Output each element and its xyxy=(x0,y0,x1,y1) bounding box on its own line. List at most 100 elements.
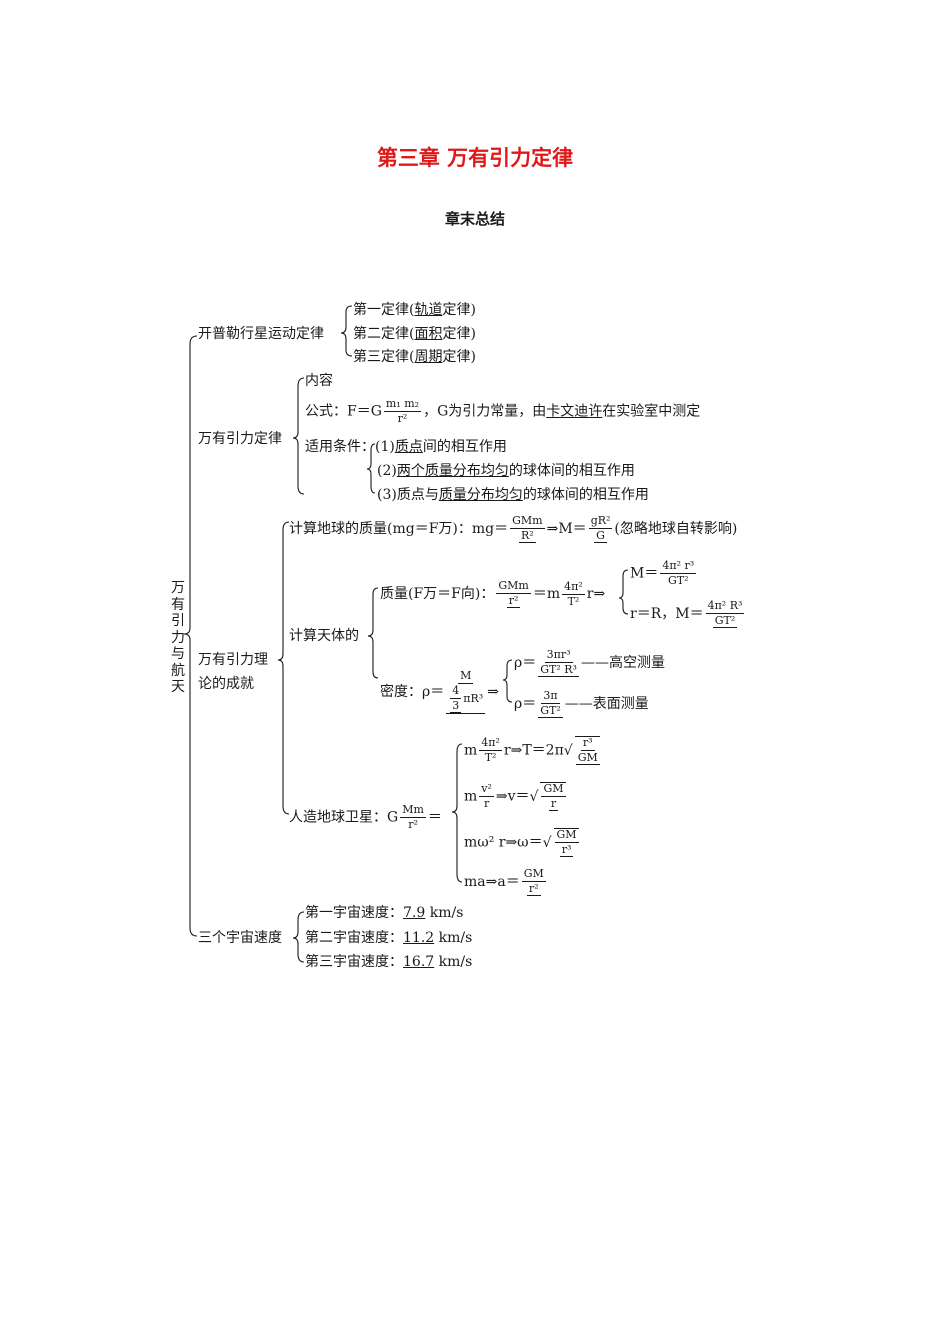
kepler-law-3-key: 周期 xyxy=(414,349,443,365)
condition-1-post: 间的相互作用 xyxy=(422,439,507,455)
sat-4-den: r² xyxy=(526,882,541,896)
condition-3-pre: (3)质点与 xyxy=(377,487,439,503)
condition-label: 适用条件： xyxy=(305,439,375,455)
mass-result-2-num: 4π² R³ xyxy=(705,599,745,614)
kepler-law-2-pre: 第二定律( xyxy=(353,326,415,342)
section-subtitle: 章末总结 xyxy=(444,210,505,228)
celestial-mass-g-den: T² xyxy=(567,594,580,608)
density-2-num: 3π xyxy=(541,689,560,704)
density-1-pre: ρ＝ xyxy=(514,655,537,671)
density-num: M xyxy=(458,669,474,684)
achievement-label-line1: 万有引力理 xyxy=(198,652,268,668)
earth-mass-f2-den: G xyxy=(594,529,607,543)
density-den-post: πR³ xyxy=(463,692,484,705)
condition-2-key: 两个质量分布均匀 xyxy=(396,463,509,479)
sat-4-pre: ma⇒a＝ xyxy=(464,874,520,890)
sat-3-rad-num: GM xyxy=(554,828,579,843)
sat-3-rad-den: r³ xyxy=(559,843,574,857)
sat-2-num: v² xyxy=(479,782,494,797)
celestial-mass-f-num: GMm xyxy=(496,579,531,594)
formula-mid: ，G为引力常量，由 xyxy=(423,403,547,420)
chapter-title: 第三章 万有引力定律 xyxy=(376,146,574,170)
formula-den: r² xyxy=(397,412,408,425)
sat-1-rad-den: GM xyxy=(575,751,600,765)
satellite-post: ＝ xyxy=(427,809,442,826)
kepler-law-3: 第三定律(周期定律) xyxy=(353,348,476,366)
kepler-law-2: 第二定律(面积定律) xyxy=(353,325,476,343)
kepler-law-1-post: 定律) xyxy=(442,302,476,318)
sat-1-pre: m xyxy=(464,742,478,759)
kepler-law-3-pre: 第三定律( xyxy=(353,349,415,365)
condition-3: (3)质点与质量分布均匀的球体间的相互作用 xyxy=(377,486,649,504)
mass-result-1-pre: M＝ xyxy=(630,565,659,582)
cosmic-velocity-1: 第一宇宙速度：7.9 km/s xyxy=(305,904,463,922)
density-brace xyxy=(502,659,513,703)
sqrt-icon: √ xyxy=(542,834,552,851)
sat-4-num: GM xyxy=(521,867,546,882)
condition-3-key: 质量分布均匀 xyxy=(438,487,523,503)
celestial-brace xyxy=(367,587,379,679)
kepler-brace xyxy=(340,305,353,357)
cosmic-velocity-3: 第三宇宙速度：16.7 km/s xyxy=(305,953,472,971)
condition-2: (2)两个质量分布均匀的球体间的相互作用 xyxy=(377,462,635,480)
kepler-law-1: 第一定律(轨道定律) xyxy=(353,301,476,319)
cosmic-2-value: 11.2 xyxy=(403,930,435,946)
condition-1-key: 质点 xyxy=(394,439,423,455)
density-1-num: 3πr³ xyxy=(544,648,573,663)
cosmic-3-value: 16.7 xyxy=(403,954,435,970)
sat-2-rad-num: GM xyxy=(541,782,566,797)
formula-key: 卡文迪许 xyxy=(546,403,603,420)
kepler-law-3-post: 定律) xyxy=(442,349,476,365)
celestial-mass-f-den: r² xyxy=(506,594,521,608)
sqrt-icon: √ xyxy=(529,788,539,805)
satellite-brace xyxy=(451,743,463,883)
mass-result-1-num: 4π² r³ xyxy=(660,559,697,574)
density-2-pre: ρ＝ xyxy=(514,696,537,712)
sat-3-pre: mω² r⇒ω＝ xyxy=(464,834,543,851)
cosmic-1-pre: 第一宇宙速度： xyxy=(305,905,403,921)
cosmic-1-value: 7.9 xyxy=(403,905,426,921)
earth-mass-f1-den: R² xyxy=(519,529,536,543)
density-den-num: 4 xyxy=(450,684,462,699)
kepler-law-1-key: 轨道 xyxy=(414,302,443,318)
gravity-content: 内容 xyxy=(305,373,333,389)
sat-1-mid: r⇒T＝2π xyxy=(503,742,564,759)
sat-2-pre: m xyxy=(464,788,478,805)
earth-mass-post: (忽略地球自转影响) xyxy=(614,521,738,537)
sqrt-icon: √ xyxy=(563,742,573,759)
sat-2-mid: ⇒v＝ xyxy=(495,788,530,805)
celestial-mass-pre: 质量(F万＝F向)： xyxy=(380,586,495,602)
kepler-law-2-key: 面积 xyxy=(414,326,443,342)
satellite-den: r² xyxy=(408,818,418,831)
kepler-law-2-post: 定律) xyxy=(442,326,476,342)
density-1-den: GT² R³ xyxy=(538,663,579,677)
gravity-label: 万有引力定律 xyxy=(198,431,282,447)
earth-mass-f1-num: GMm xyxy=(510,514,545,529)
density-2-den: GT² xyxy=(538,704,563,718)
celestial-label: 计算天体的 xyxy=(289,628,359,644)
root-label: 万有引力与航天 xyxy=(171,580,185,695)
cosmic-velocity-2: 第二宇宙速度：11.2 km/s xyxy=(305,929,472,947)
condition-3-post: 的球体间的相互作用 xyxy=(522,487,649,503)
